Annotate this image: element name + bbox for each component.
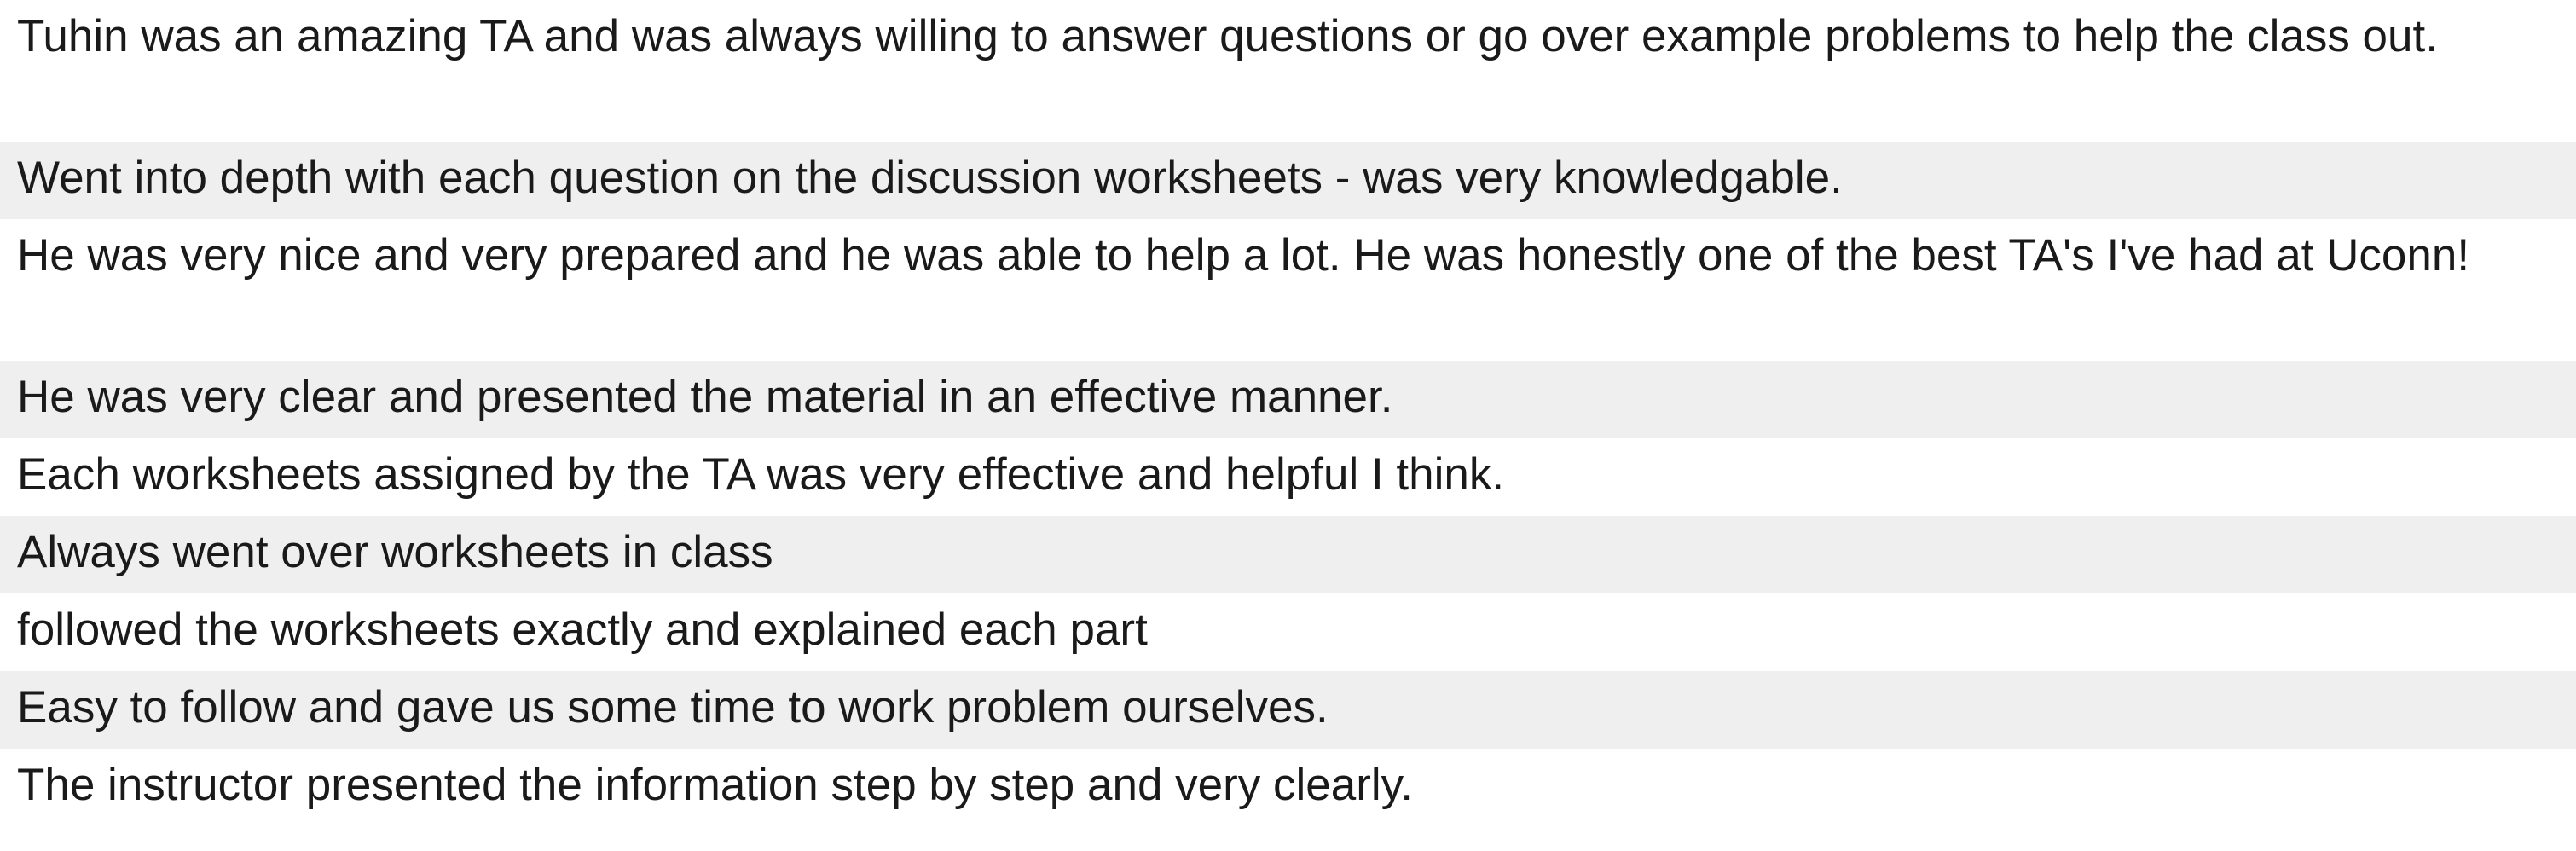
comment-row: He was very clear and presented the mate… [0,361,2576,438]
comment-row: Always went over worksheets in class [0,516,2576,593]
comment-list: Tuhin was an amazing TA and was always w… [0,11,2576,810]
comment-row: The instructor presented the information… [17,760,1413,810]
comment-row: Went into depth with each question on th… [0,142,2576,219]
comment-row: Easy to follow and gave us some time to … [0,671,2576,749]
comment-row: Tuhin was an amazing TA and was always w… [17,11,2438,61]
comment-row: Each worksheets assigned by the TA was v… [17,449,1505,500]
comment-row: He was very nice and very prepared and h… [17,230,2470,281]
comment-row: followed the worksheets exactly and expl… [17,605,1148,655]
